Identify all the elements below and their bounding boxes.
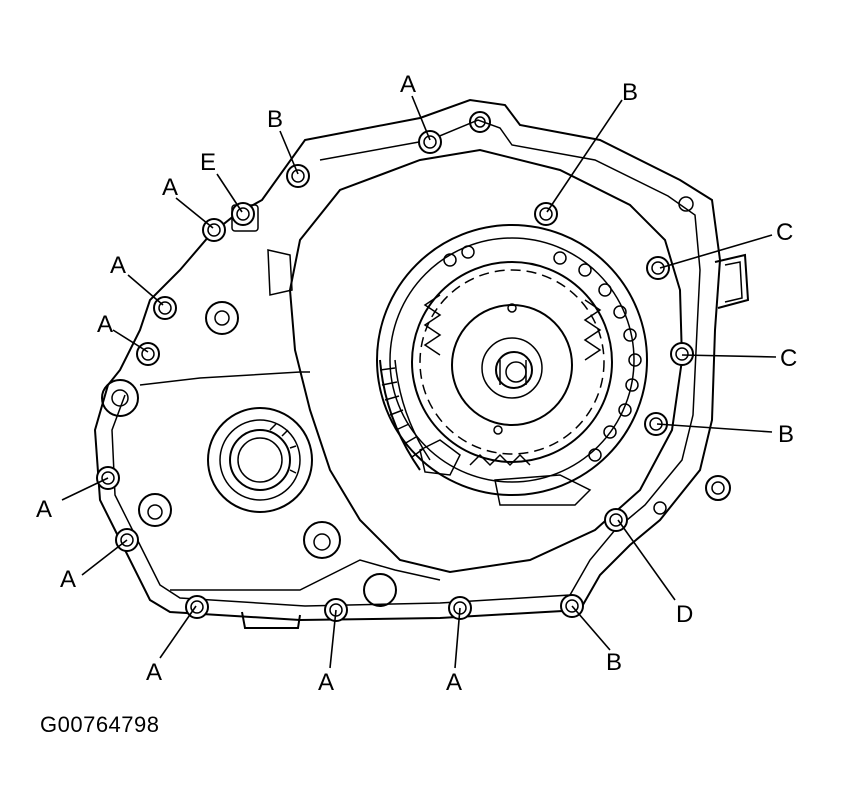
callout-a-lower-left-1: A [36,496,52,523]
callout-b-top-right: B [622,79,638,106]
cover-upper-edge [139,371,310,386]
callout-a-upper-left-2: A [110,252,126,279]
side-bracket [714,253,750,309]
callout-a-bottom-2: A [318,669,334,696]
figure-code: G00764798 [40,712,160,737]
cover-lower-edge [170,559,441,591]
callout-a-top: A [400,71,416,98]
side-bracket-inner [724,261,743,303]
ring-gear-segment [379,359,431,471]
callout-e: E [200,149,216,176]
callout-a-lower-left-2: A [60,566,76,593]
bolt-group [96,130,694,622]
bolt-head-center [236,207,250,221]
drum-hole-ring [443,245,642,462]
bolt-head-center [423,135,437,149]
callout-b-right: B [778,421,794,448]
bolt-head-center [609,513,623,527]
callout-a-bottom-1: A [146,659,162,686]
callout-a-upper-left-3: A [97,311,113,338]
leader-lines [61,95,777,669]
callout-c-lower: C [780,345,797,372]
bottom-tab [241,611,301,629]
callout-d: D [676,601,693,628]
clutch-drum-assembly [376,224,648,496]
bolt-head-center [291,169,305,183]
case-cavity [288,148,684,574]
callout-c-upper: C [776,219,793,246]
bolt-head-center [651,261,665,275]
output-gear [207,407,313,513]
callout-labels: A B E A A A B C C B A A A A A B D [36,71,797,696]
housing-outline [93,98,722,622]
case-bosses [101,111,731,607]
bolt-head-center [675,347,689,361]
callout-a-upper-left-1: A [162,174,178,201]
callout-b-bottom: B [606,649,622,676]
callout-a-bottom-3: A [446,669,462,696]
bolt-head-center [539,207,553,221]
callout-b-top-left: B [267,106,283,133]
housing-flange [111,119,701,607]
